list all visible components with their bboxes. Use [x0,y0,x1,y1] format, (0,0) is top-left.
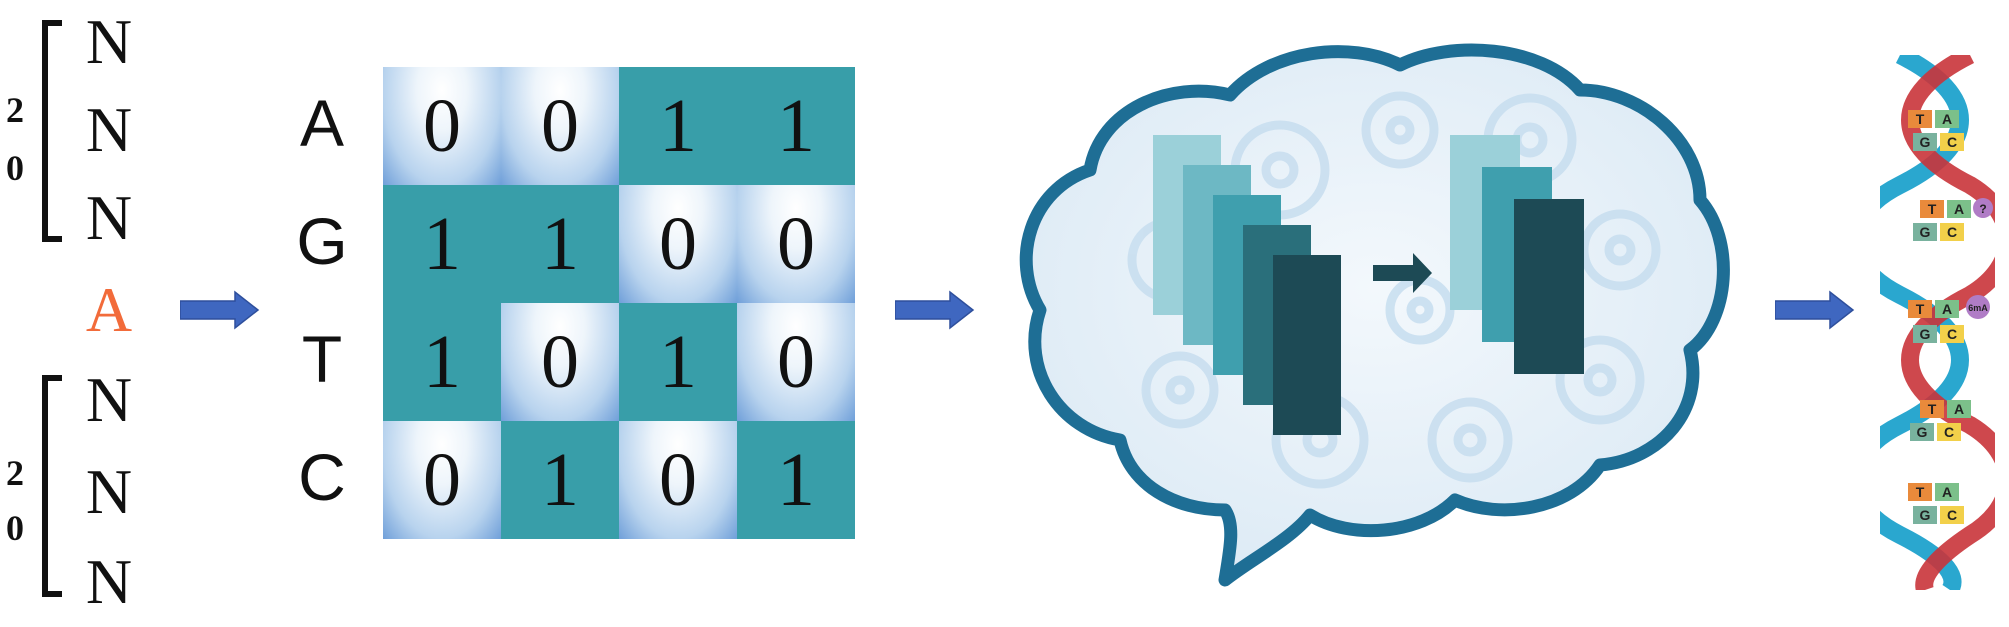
base-label: T [1928,401,1937,417]
base-label: C [1944,424,1954,440]
inner-arrow-icon [1373,253,1432,293]
brain-icon [1019,43,1730,587]
base-label: G [1917,424,1928,440]
base-label: T [1916,484,1925,500]
matrix-cell: 0 [501,303,619,421]
center-adenine: A [85,274,133,345]
matrix-cell: 0 [383,67,501,185]
base-label: G [1920,326,1931,342]
unknown-mark: ? [1979,202,1986,216]
base-label: G [1920,224,1931,240]
right-arrow-icon [1775,290,1855,330]
downstream-base: N [85,546,133,617]
base-label: A [1942,301,1952,317]
modification-mark: 6mA [1968,303,1988,313]
upstream-base: N [85,182,133,253]
matrix-row-label: A [299,86,345,160]
matrix-cell: 1 [619,67,737,185]
upstream-count-digit: 0 [6,148,24,188]
matrix-cell: 0 [737,185,855,303]
matrix-cell: 0 [619,421,737,539]
downstream-bracket [42,375,62,597]
matrix-cell: 1 [383,303,501,421]
downstream-base: N [85,364,133,435]
base-label: C [1947,134,1957,150]
matrix-cell: 1 [501,421,619,539]
base-label: T [1916,301,1925,317]
base-label: A [1942,111,1952,127]
upstream-base: N [85,6,133,77]
upstream-base: N [85,94,133,165]
base-label: A [1954,201,1964,217]
downstream-base: N [85,456,133,527]
base-label: G [1920,134,1931,150]
matrix-cell: 0 [383,421,501,539]
downstream-count-digit: 2 [6,453,24,493]
matrix-row-label: T [301,322,343,396]
dna-helix-icon: T A G C T A ? G C T A 6mA G C T A G C T … [1880,55,1995,590]
matrix-cell: 1 [501,185,619,303]
upstream-bracket [42,20,62,242]
matrix-cell: 1 [737,67,855,185]
downstream-count-digit: 0 [6,508,24,548]
upstream-count-digit: 2 [6,90,24,130]
base-label: A [1954,401,1964,417]
base-label: T [1916,111,1925,127]
matrix-cell: 1 [383,185,501,303]
matrix-cell: 0 [501,67,619,185]
matrix-cell: 0 [619,185,737,303]
base-label: C [1947,326,1957,342]
base-label: T [1928,201,1937,217]
base-label: C [1947,507,1957,523]
network-layer [1514,199,1584,374]
matrix-cell: 1 [737,421,855,539]
base-label: A [1942,484,1952,500]
base-pair-group: T A G C T A ? G C T A 6mA G C T A G C T … [1908,110,1993,524]
matrix-row-label: C [298,440,346,514]
matrix-row-label: G [296,204,348,278]
base-label: G [1920,507,1931,523]
matrix-cell: 0 [737,303,855,421]
right-arrow-icon [895,290,975,330]
base-label: C [1947,224,1957,240]
matrix-cell: 1 [619,303,737,421]
network-layer [1273,255,1341,435]
right-arrow-icon [180,290,260,330]
